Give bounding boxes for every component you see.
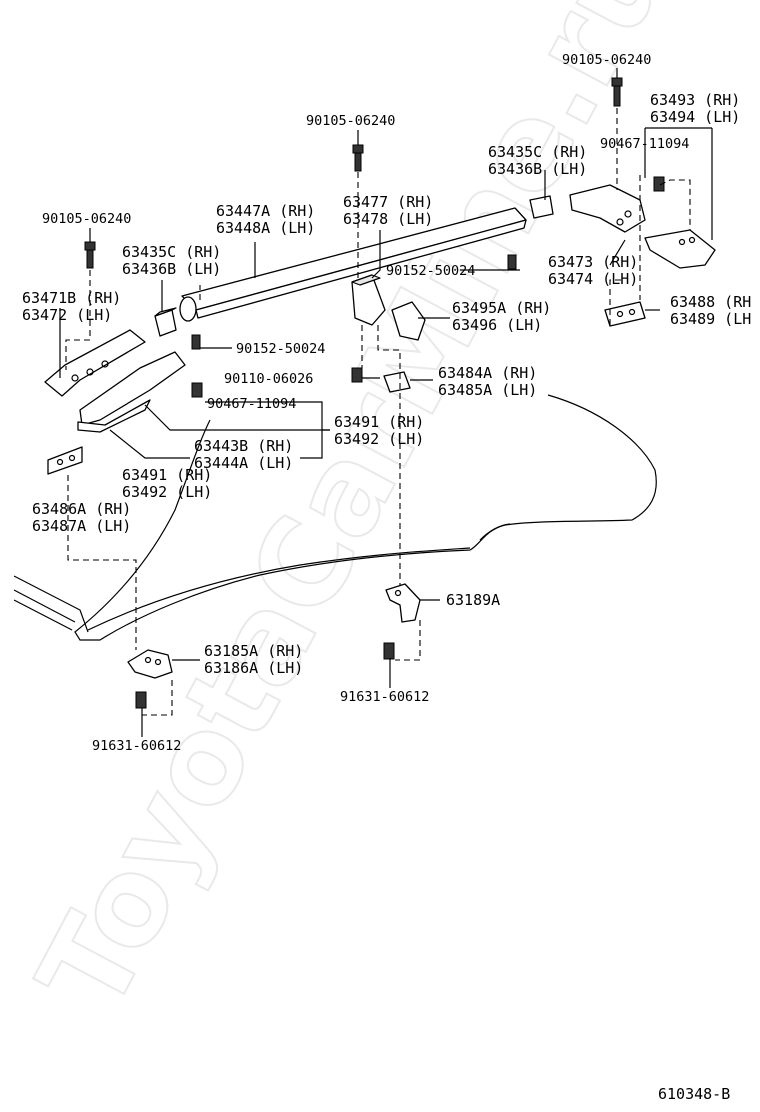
label-63474: 63474 (LH): [548, 270, 638, 288]
label-bolt-top-center: 90105-06240: [306, 113, 395, 129]
label-63492-a: 63492 (LH): [334, 430, 424, 448]
label-63491-a: 63491 (RH): [334, 413, 424, 431]
bolt-top-left-icon: [84, 241, 96, 269]
label-63494: 63494 (LH): [650, 108, 740, 126]
end-cap-left: [154, 307, 177, 337]
end-cap-right: [529, 195, 554, 219]
label-63484a: 63484A (RH): [438, 364, 537, 382]
label-bolt-bottom-left: 91631-60612: [92, 738, 181, 754]
leg-cover-center: [391, 301, 426, 341]
leg-cover-right: [644, 229, 716, 269]
label-63486a: 63486A (RH): [32, 500, 131, 518]
rail-leg-right: [569, 184, 646, 233]
label-63473: 63473 (RH): [548, 253, 638, 271]
label-63189a: 63189A: [446, 591, 500, 609]
roof-rail: [179, 207, 527, 322]
bolt-top-center-icon: [352, 144, 364, 172]
label-63435c-right: 63435C (RH): [488, 143, 587, 161]
label-63492-b: 63492 (LH): [122, 483, 212, 501]
label-63488: 63488 (RH: [670, 293, 751, 311]
label-63443b: 63443B (RH): [194, 437, 293, 455]
screw-left-icon: [191, 334, 201, 350]
label-63493: 63493 (RH): [650, 91, 740, 109]
bolt-bottom-center-icon: [383, 642, 395, 660]
rail-leg-left: [44, 329, 186, 433]
document-number: 610348-B: [658, 1085, 730, 1103]
screw-center-icon: [507, 254, 517, 270]
label-63471b: 63471B (RH): [22, 289, 121, 307]
label-63485a: 63485A (LH): [438, 381, 537, 399]
label-63477: 63477 (RH): [343, 193, 433, 211]
label-clip-left: 90467-11094: [207, 396, 296, 412]
label-63448a: 63448A (LH): [216, 219, 315, 237]
pad-right: [604, 301, 646, 327]
label-bolt-top-left: 90105-06240: [42, 211, 131, 227]
label-63447a: 63447A (RH): [216, 202, 315, 220]
label-63491-b: 63491 (RH): [122, 466, 212, 484]
nut-plate-center: [383, 371, 411, 393]
label-63489: 63489 (LH: [670, 310, 751, 328]
label-63444a: 63444A (LH): [194, 454, 293, 472]
bracket-left-63185a: [127, 649, 173, 679]
label-63478: 63478 (LH): [343, 210, 433, 228]
label-bolt-top-right: 90105-06240: [562, 52, 651, 68]
label-bolt-bottom-center: 91631-60612: [340, 689, 429, 705]
label-63436b-left: 63436B (LH): [122, 260, 221, 278]
label-63186a: 63186A (LH): [204, 659, 303, 677]
label-63496: 63496 (LH): [452, 316, 542, 334]
pad-left: [47, 446, 83, 475]
roof-panel: [13, 394, 657, 641]
rail-leg-center: [351, 274, 386, 326]
label-bolt-center: 90110-06026: [224, 371, 313, 387]
bolt-center-icon: [351, 367, 363, 383]
bolt-bottom-left-icon: [135, 691, 147, 709]
label-63495a: 63495A (RH): [452, 299, 551, 317]
leader-lines: [59, 68, 713, 737]
label-screw-left: 90152-50024: [236, 341, 325, 357]
bracket-center-63189a: [385, 583, 421, 623]
label-63435c-left: 63435C (RH): [122, 243, 221, 261]
alignment-lines: [65, 108, 691, 716]
label-63185a: 63185A (RH): [204, 642, 303, 660]
label-63472: 63472 (LH): [22, 306, 112, 324]
label-63487a: 63487A (LH): [32, 517, 131, 535]
clip-left-icon: [191, 382, 203, 398]
label-63436b-right: 63436B (LH): [488, 160, 587, 178]
label-screw-center: 90152-50024: [386, 263, 475, 279]
label-clip-right: 90467-11094: [600, 136, 689, 152]
clip-right-icon: [653, 176, 665, 192]
bolt-top-right-icon: [611, 77, 623, 107]
